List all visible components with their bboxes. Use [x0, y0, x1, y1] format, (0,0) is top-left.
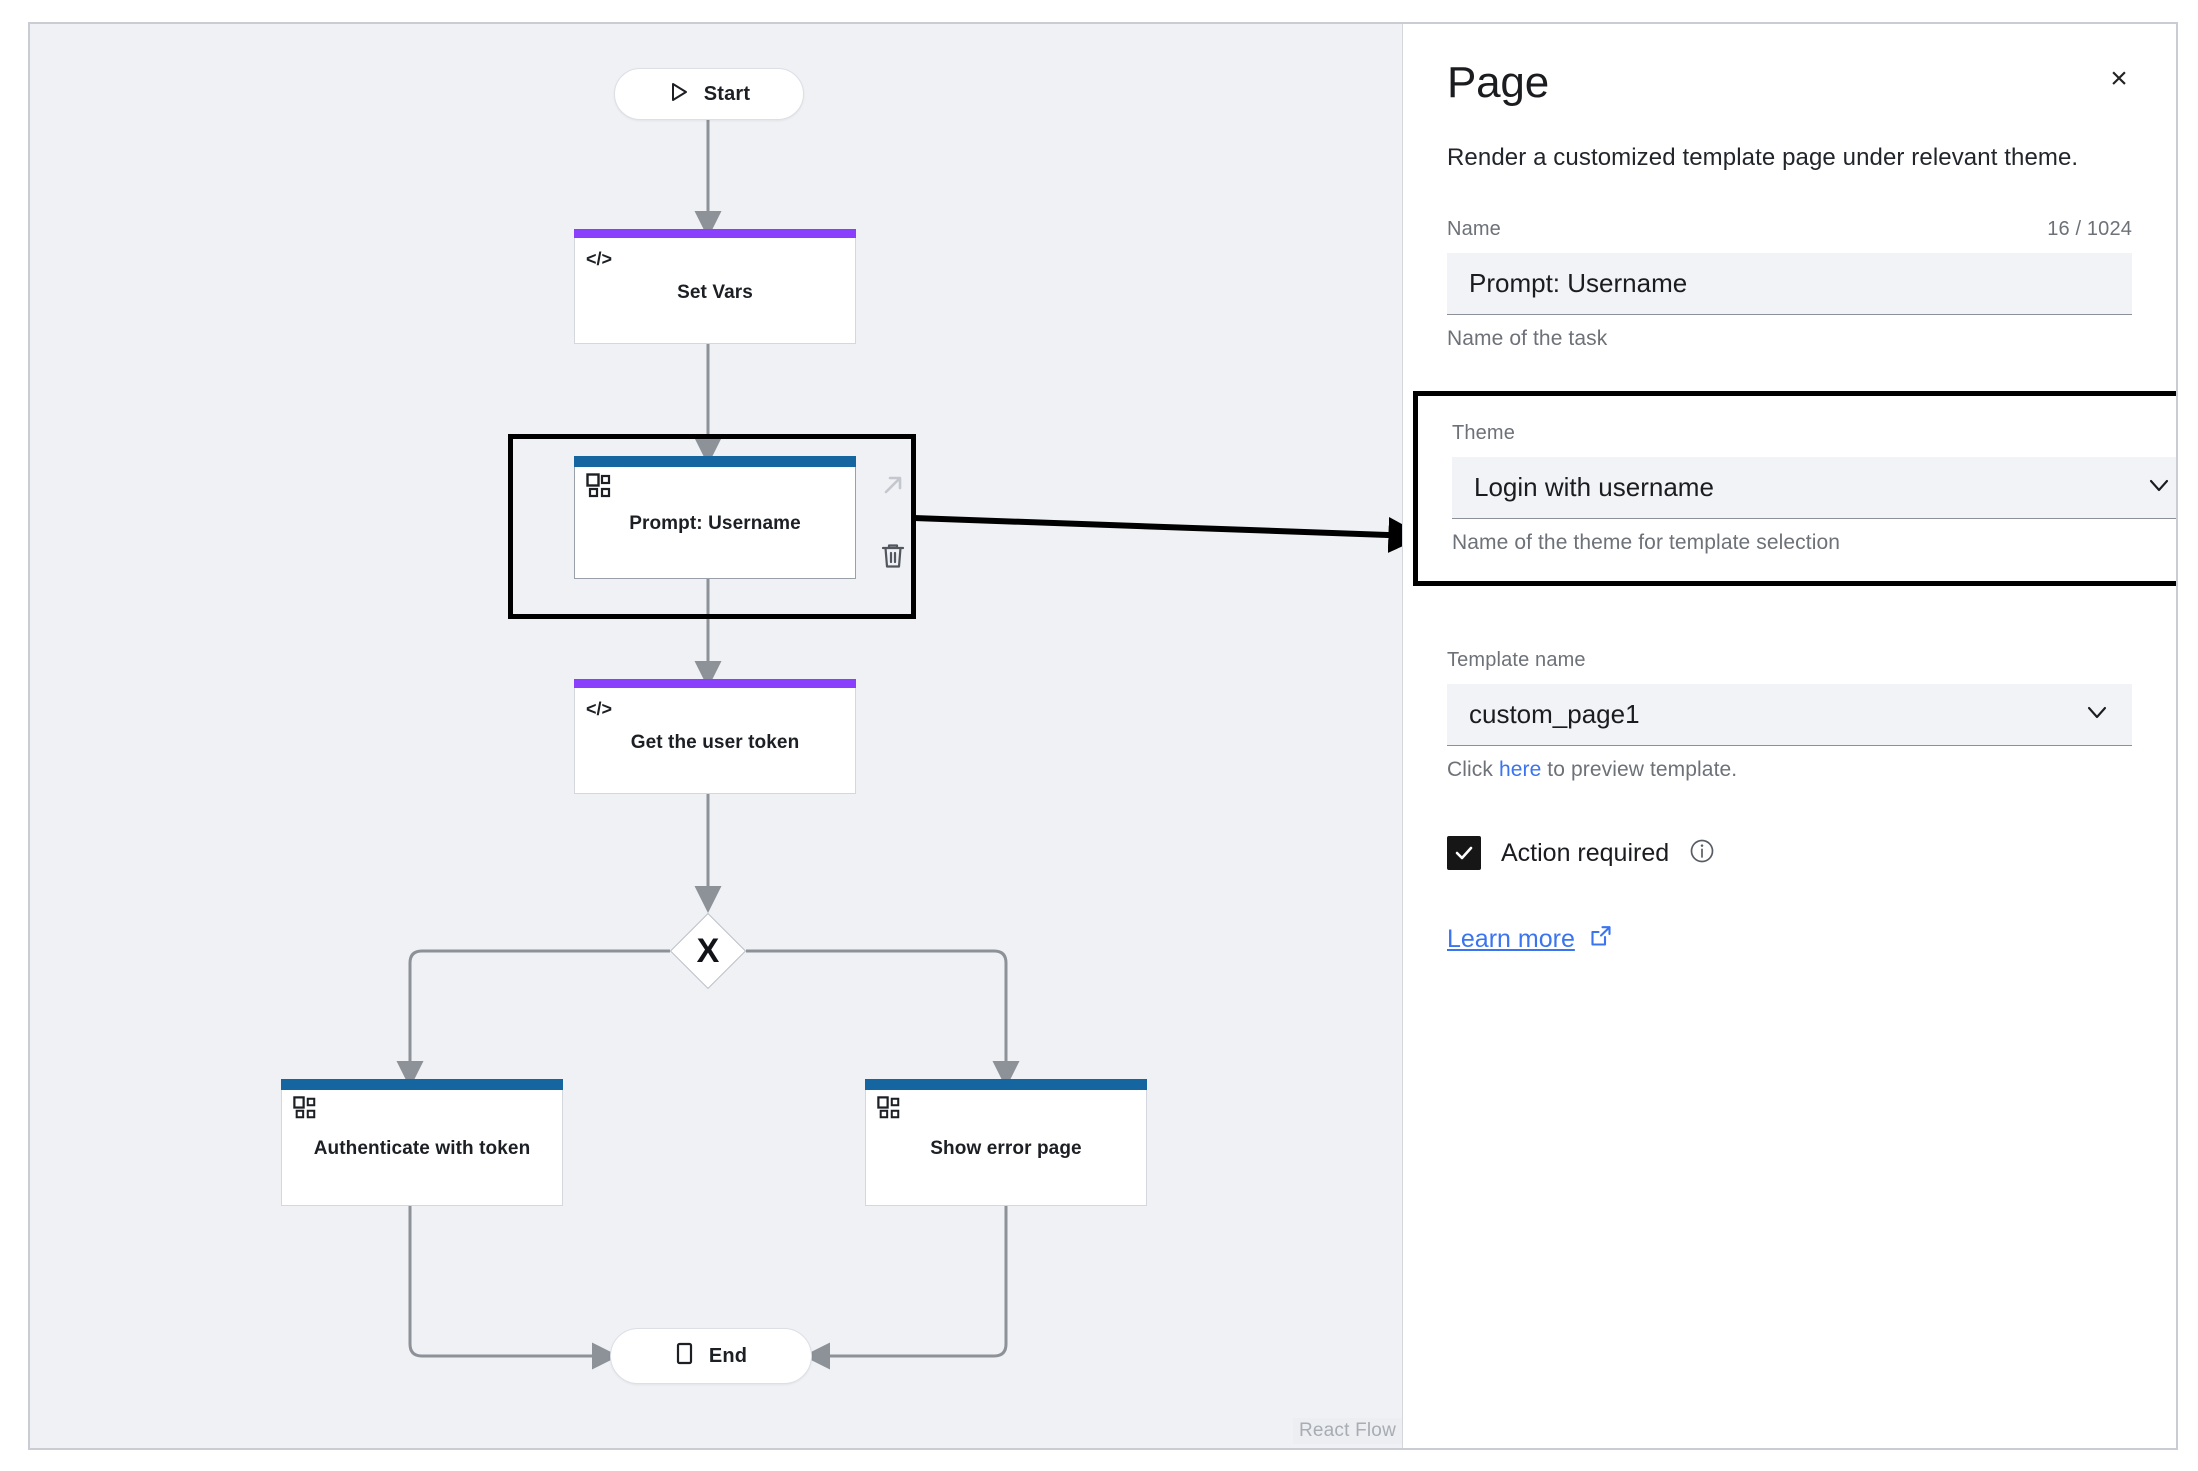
template-select-value: custom_page1 — [1469, 699, 1640, 729]
flow-node-end[interactable]: End — [610, 1328, 812, 1384]
template-helper-prefix: Click — [1447, 758, 1499, 781]
panel-subtitle: Render a customized template page under … — [1447, 144, 2079, 171]
theme-field-block: Theme Login with username Name of the th… — [1413, 391, 2176, 609]
node-accent-bar — [574, 679, 856, 688]
close-icon[interactable]: × — [2100, 60, 2138, 98]
theme-select-value: Login with username — [1474, 472, 1714, 502]
svg-text:</>: </> — [586, 699, 612, 719]
expand-node-icon[interactable] — [876, 468, 910, 502]
node-accent-bar — [574, 229, 856, 238]
chevron-down-icon — [2084, 699, 2110, 730]
chevron-down-icon — [2146, 472, 2172, 503]
flow-node-end-label: End — [708, 1344, 748, 1367]
selected-node-frame — [508, 434, 916, 619]
flow-node-prompt-username-label: Prompt: Username — [629, 512, 801, 534]
flow-node-authenticate-with-token-label: Authenticate with token — [313, 1137, 531, 1159]
code-icon: </> — [586, 696, 612, 722]
external-link-icon — [1589, 924, 1613, 955]
name-field-helper: Name of the task — [1447, 327, 1608, 350]
template-select[interactable]: custom_page1 — [1447, 684, 2132, 746]
code-icon: </> — [586, 246, 612, 272]
preview-template-link[interactable]: here — [1498, 758, 1542, 781]
flow-edges — [396, 120, 1020, 1370]
stop-square-icon — [675, 1342, 695, 1371]
theme-field-helper: Name of the theme for template selection — [1452, 531, 1841, 554]
properties-panel: Page × Render a customized template page… — [1402, 24, 2176, 1448]
flow-node-start[interactable]: Start — [614, 68, 804, 120]
page-template-icon — [293, 1096, 319, 1122]
node-accent-bar — [865, 1079, 1147, 1090]
page-template-icon — [586, 473, 612, 499]
name-field-label: Name — [1447, 218, 1501, 240]
svg-text:</>: </> — [586, 249, 612, 269]
theme-field-label: Theme — [1452, 422, 1515, 444]
learn-more-link[interactable]: Learn more — [1447, 924, 1613, 955]
theme-highlight-box: Theme Login with username Name of the th… — [1413, 391, 2176, 586]
flow-node-get-user-token-label: Get the user token — [630, 731, 800, 753]
delete-node-icon[interactable] — [876, 539, 910, 573]
flow-canvas[interactable]: Start </> Set Vars — [30, 24, 1406, 1448]
template-field-block: Template name custom_page1 Click here to… — [1447, 649, 2132, 782]
flow-node-set-vars-label: Set Vars — [677, 281, 753, 303]
action-required-checkbox[interactable] — [1447, 836, 1481, 870]
node-accent-bar — [574, 456, 856, 467]
node-accent-bar — [281, 1079, 563, 1090]
page-template-icon — [877, 1096, 903, 1122]
action-required-row[interactable]: Action required — [1447, 836, 2132, 870]
play-triangle-icon — [668, 81, 690, 108]
name-input[interactable]: Prompt: Username — [1447, 253, 2132, 315]
name-field-block: Name 16 / 1024 Prompt: Username Name of … — [1447, 218, 2132, 351]
flow-node-set-vars[interactable]: </> Set Vars — [574, 229, 856, 344]
template-field-helper: Click here to preview template. — [1447, 758, 2132, 782]
info-circle-icon[interactable] — [1689, 838, 1715, 869]
template-helper-suffix: to preview template. — [1541, 758, 1738, 781]
action-required-label: Action required — [1501, 838, 1670, 867]
name-field-counter: 16 / 1024 — [2047, 218, 2132, 240]
learn-more-label: Learn more — [1447, 925, 1575, 953]
flow-node-get-user-token[interactable]: </> Get the user token — [574, 679, 856, 794]
template-field-label: Template name — [1447, 649, 1586, 671]
name-field-header: Name 16 / 1024 — [1447, 218, 2132, 241]
flow-node-start-label: Start — [703, 82, 751, 105]
flow-node-xor-gateway[interactable]: X — [669, 912, 747, 990]
app-window: Start </> Set Vars — [28, 22, 2178, 1450]
x-gateway-icon: X — [696, 931, 720, 970]
react-flow-attribution[interactable]: React Flow — [1292, 1418, 1402, 1444]
panel-title: Page — [1447, 58, 1549, 107]
theme-select[interactable]: Login with username — [1452, 457, 2176, 519]
flow-node-authenticate-with-token[interactable]: Authenticate with token — [281, 1079, 563, 1206]
flow-node-show-error-page[interactable]: Show error page — [865, 1079, 1147, 1206]
flow-node-show-error-page-label: Show error page — [930, 1137, 1082, 1159]
flow-node-prompt-username[interactable]: Prompt: Username — [574, 456, 856, 579]
